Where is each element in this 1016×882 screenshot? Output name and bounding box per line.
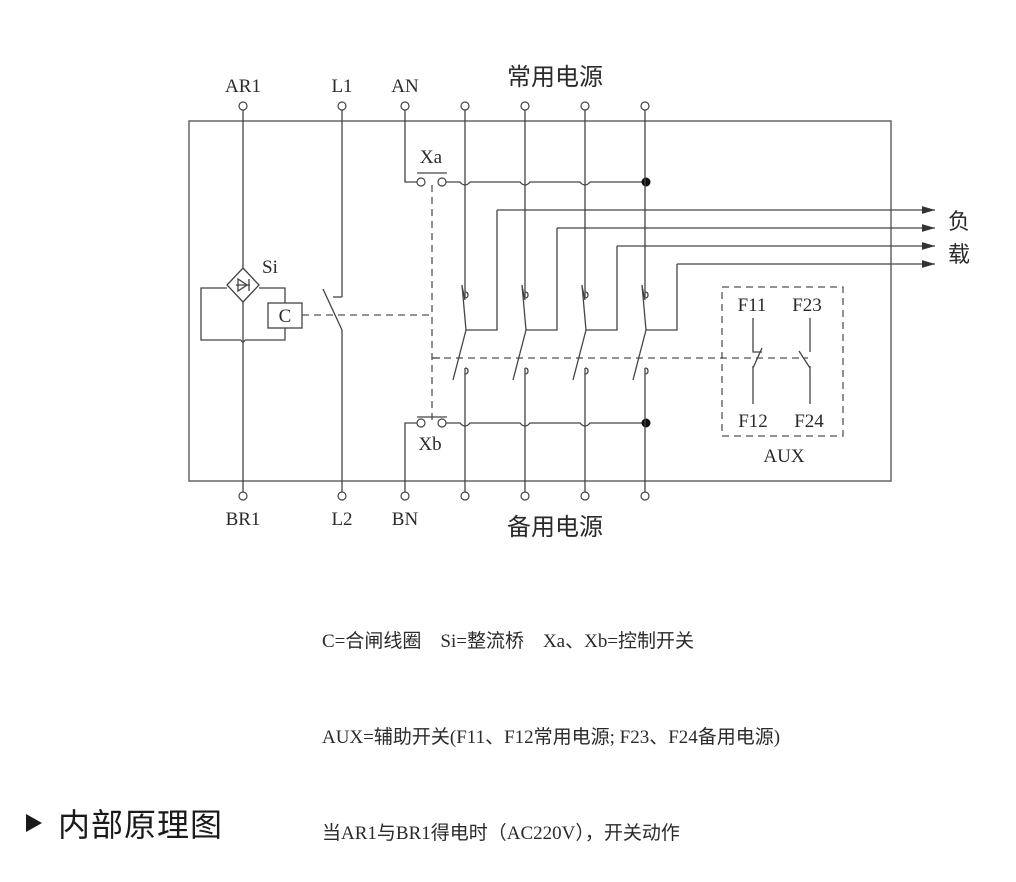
terminal-normal-4: [640, 101, 650, 111]
load-label-2: 载: [948, 243, 970, 268]
pole-1-blade-lower: [452, 329, 467, 381]
aux-contact-f12: F12: [738, 411, 768, 432]
pole-3-blade-lower: [572, 329, 587, 381]
aux-label: AUX: [763, 446, 804, 467]
terminal-backup-1: [460, 491, 470, 501]
terminal-bn: [400, 491, 410, 501]
rectifier-bridge: [200, 267, 286, 343]
control-switch-xb: Xb: [416, 416, 447, 455]
pole-2-output: [526, 228, 558, 331]
junction-dot-top: [641, 177, 651, 187]
enclosure-frame: [188, 120, 892, 482]
main-poles: [452, 110, 649, 492]
legend-line-3: 当AR1与BR1得电时（AC220V），开关动作: [322, 823, 680, 844]
pole-1-lower-contact: [464, 367, 469, 375]
pole-3-output: [586, 246, 618, 331]
pole-4-output: [646, 264, 678, 331]
coil-switch-blade: [322, 288, 343, 331]
terminal-normal-1: [460, 101, 470, 111]
terminal-backup-2: [520, 491, 530, 501]
legend-line-1: C=合闸线圈 Si=整流桥 Xa、Xb=控制开关: [322, 631, 695, 652]
pole-3-blade-upper: [581, 284, 587, 331]
triangle-right-icon: [26, 814, 42, 832]
terminal-l1: [337, 101, 347, 111]
terminal-label-bn: BN: [392, 509, 419, 530]
coil-label: C: [279, 306, 292, 327]
terminal-l2: [337, 491, 347, 501]
aux-contact-f23: F23: [792, 295, 822, 316]
terminal-label-an: AN: [391, 76, 419, 97]
rectifier-label: Si: [262, 257, 278, 278]
top-terminals: [238, 101, 650, 111]
pole-2-lower-contact: [524, 367, 529, 375]
schematic-diagram: 常用电源 备用电源 AR1 L1 AN BR1 L2 BN: [188, 63, 970, 541]
terminal-label-l2: L2: [331, 509, 352, 530]
pole-3-lower-contact: [584, 367, 589, 375]
xa-label: Xa: [420, 147, 443, 168]
section-title-text: 内部原理图: [58, 806, 224, 844]
control-switch-xa: Xa: [416, 147, 447, 187]
terminal-label-ar1: AR1: [225, 76, 261, 97]
pole-1-output: [466, 210, 498, 331]
load-label-1: 负: [948, 210, 970, 235]
terminal-label-l1: L1: [331, 76, 352, 97]
terminal-label-br1: BR1: [226, 509, 261, 530]
backup-power-title: 备用电源: [507, 513, 603, 541]
terminal-backup-4: [640, 491, 650, 501]
pole-2-blade-lower: [512, 329, 527, 381]
pole-4-lower-contact: [644, 367, 649, 375]
bottom-terminals: [238, 491, 650, 501]
terminal-normal-3: [580, 101, 590, 111]
terminal-an: [400, 101, 410, 111]
pole-2-blade-upper: [521, 284, 527, 331]
xb-label: Xb: [418, 434, 441, 455]
terminal-normal-2: [520, 101, 530, 111]
pole-4-blade-lower: [632, 329, 647, 381]
aux-switch-block: F11 F23 F12 F24 AUX: [721, 286, 844, 467]
legend: C=合闸线圈 Si=整流桥 Xa、Xb=控制开关 AUX=辅助开关(F11、F1…: [322, 562, 780, 882]
load-lines: [466, 206, 935, 331]
junction-dot-bottom: [641, 418, 651, 428]
terminal-ar1: [238, 101, 248, 111]
section-heading: 内部原理图: [24, 800, 223, 846]
terminal-br1: [238, 491, 248, 501]
aux-contact-f24: F24: [794, 411, 824, 432]
pole-1-blade-upper: [461, 284, 467, 331]
pole-4-blade-upper: [641, 284, 647, 331]
mechanical-linkage: [302, 185, 808, 420]
normal-power-title: 常用电源: [507, 63, 603, 91]
aux-contact-f11: F11: [738, 295, 767, 316]
closing-coil: C: [267, 302, 303, 329]
legend-line-2: AUX=辅助开关(F11、F12常用电源; F23、F24备用电源): [322, 727, 781, 748]
terminal-backup-3: [580, 491, 590, 501]
